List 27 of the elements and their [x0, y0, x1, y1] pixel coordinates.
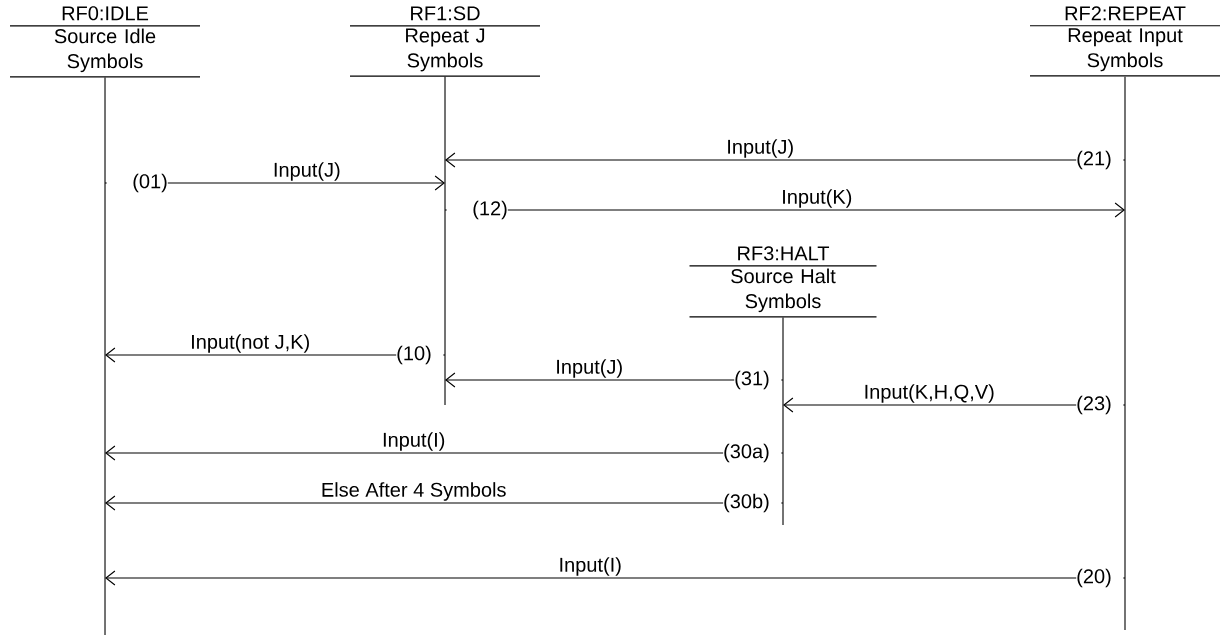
edge-label: Input(J)	[271, 161, 342, 182]
state-header: RF3:HALT Source Halt Symbols	[688, 246, 878, 318]
edge-label: Input(K,H,Q,V)	[862, 383, 996, 404]
arrow	[105, 445, 784, 461]
transition-number: (23)	[1076, 394, 1124, 416]
edge-label: Input(not J,K)	[189, 333, 312, 354]
transition-number: (12)	[446, 199, 508, 221]
state-header: RF2:REPEAT Repeat Input Symbols	[1029, 6, 1221, 77]
transition-number: (30b)	[723, 492, 782, 514]
arrow	[444, 202, 1125, 218]
edge-label: Input(I)	[557, 556, 623, 577]
transition-number: (10)	[396, 344, 444, 366]
edge-label: Input(J)	[554, 358, 625, 379]
transition-number: (01)	[106, 172, 168, 194]
edge-label: Input(K)	[780, 188, 854, 209]
transition-number: (31)	[734, 369, 782, 391]
state-header: RF1:SD Repeat J Symbols	[349, 6, 541, 77]
edge-label: Input(J)	[725, 138, 796, 159]
transition-number: (21)	[1076, 149, 1124, 171]
arrow	[105, 495, 784, 511]
transition-number: (20)	[1076, 567, 1124, 589]
transition-number: (30a)	[723, 442, 782, 464]
edge-label: Else After 4 Symbols	[319, 481, 508, 502]
edge-label: Input(I)	[381, 431, 447, 452]
arrow	[105, 570, 1126, 586]
state-header: RF0:IDLE Source Idle Symbols	[9, 6, 201, 78]
arrow	[445, 152, 1126, 168]
